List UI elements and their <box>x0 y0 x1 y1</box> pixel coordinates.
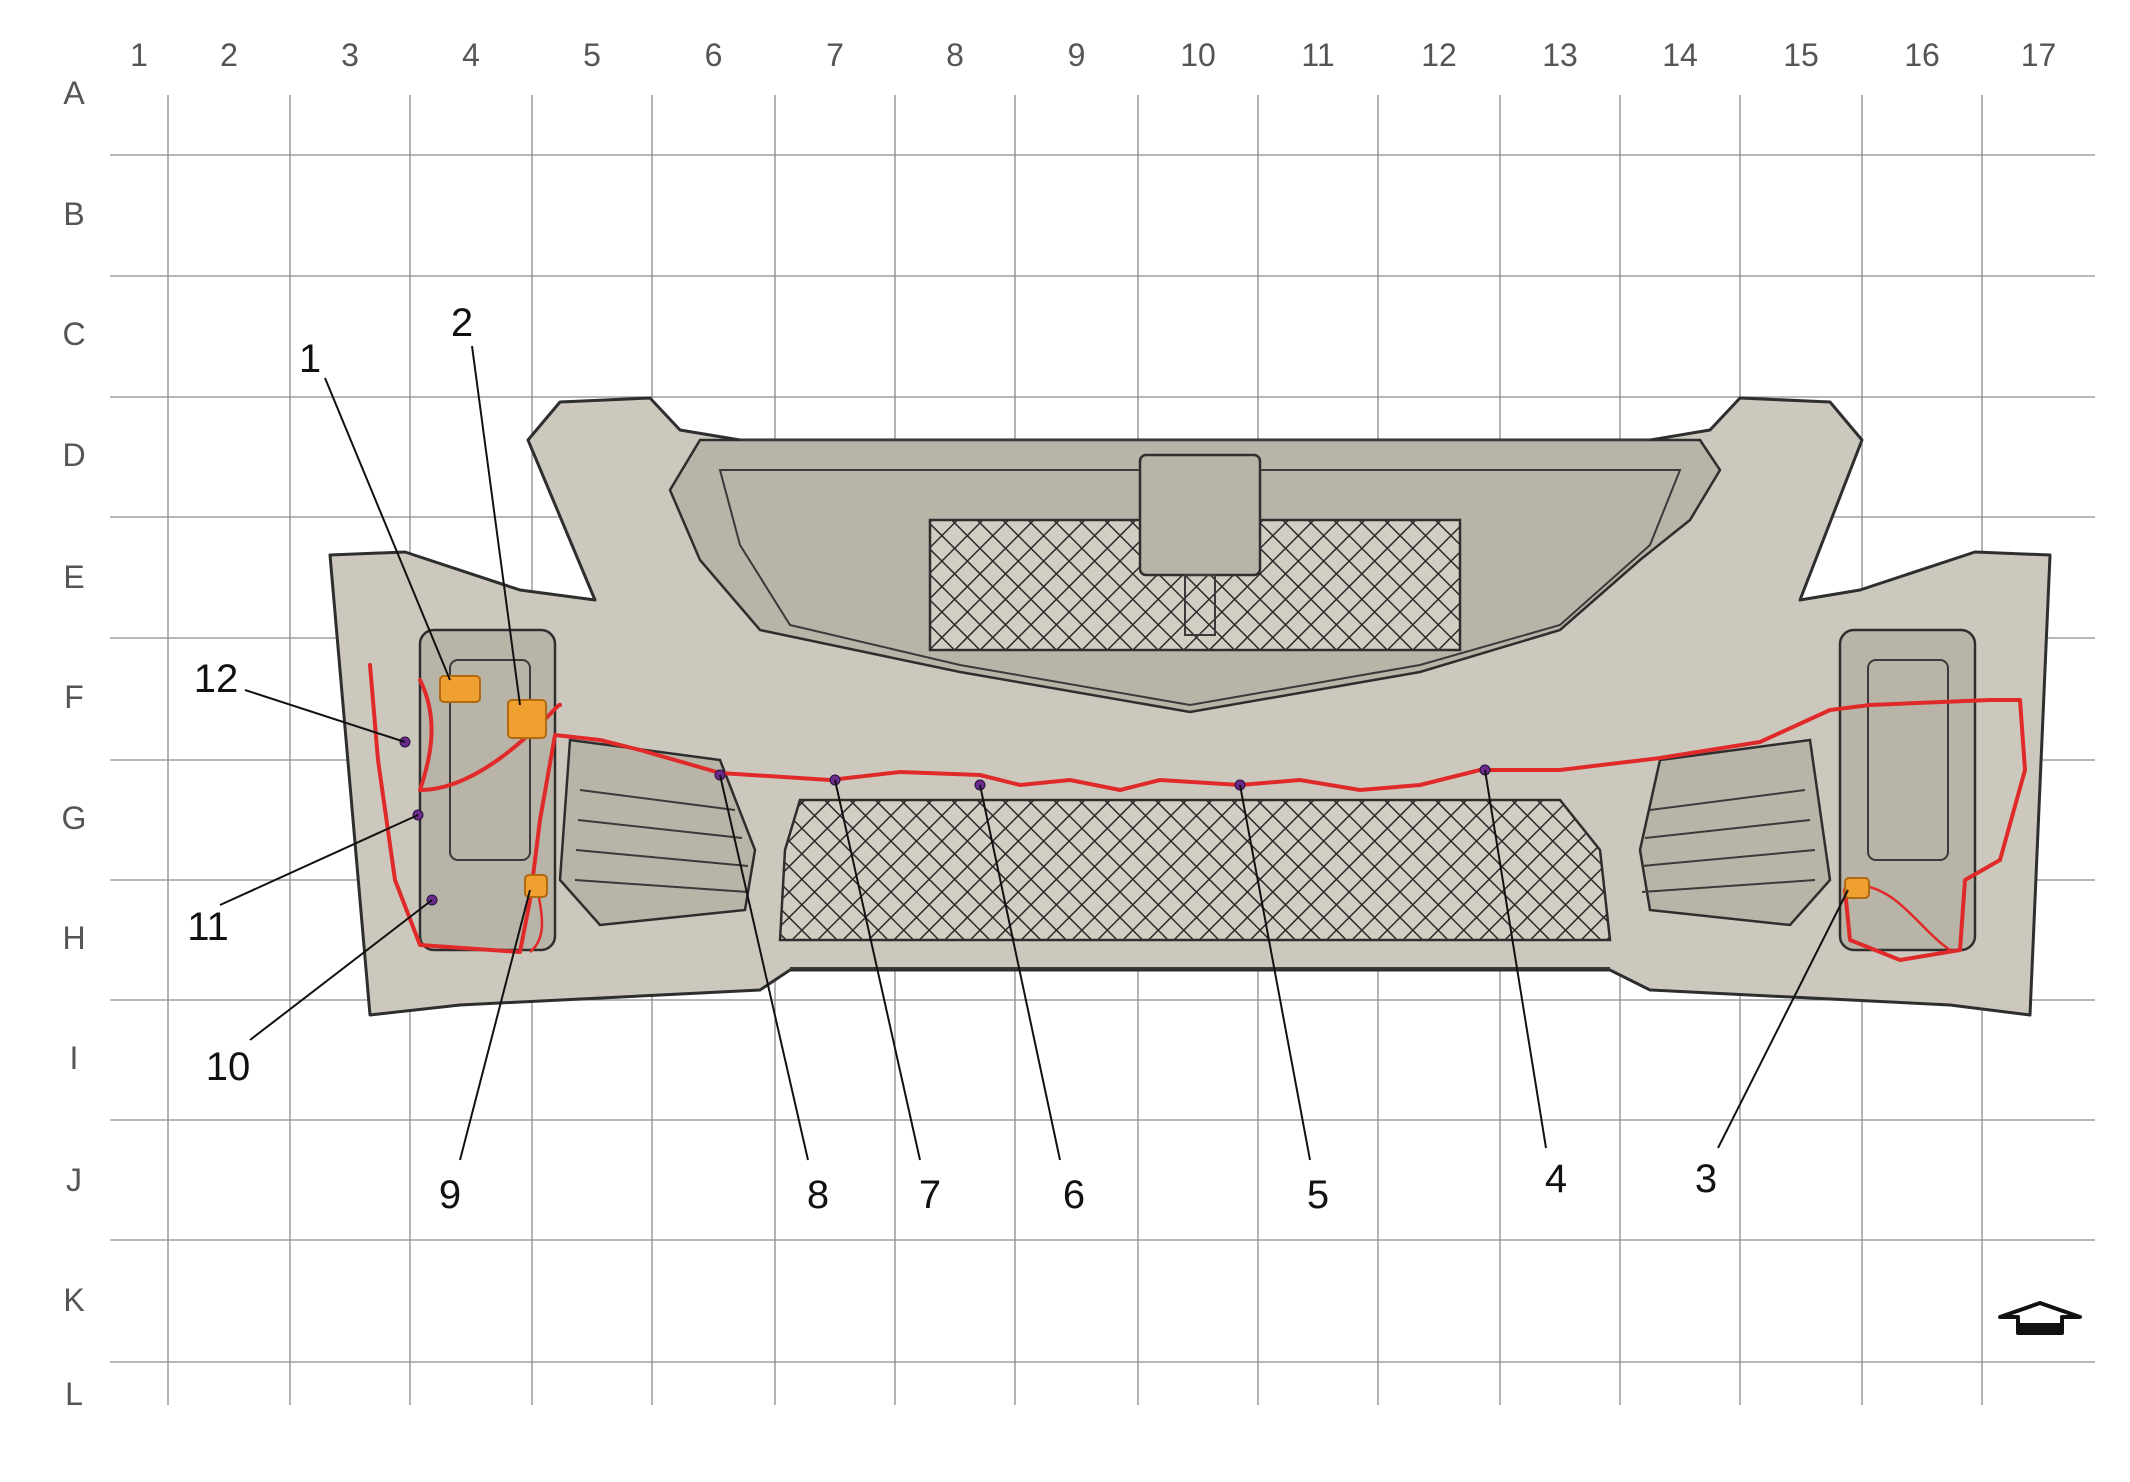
leader-8 <box>719 774 809 1161</box>
connector-right-lamp <box>1844 877 1870 899</box>
license-plate-bracket <box>1184 574 1216 636</box>
upper-cavity <box>718 469 1682 707</box>
callout-9: 9 <box>439 1173 461 1217</box>
callout-12: 12 <box>194 657 239 701</box>
grid-column-label: 8 <box>946 37 964 73</box>
leader-9 <box>459 889 531 1161</box>
grid-column-label: 1 <box>130 37 148 73</box>
callout-1: 1 <box>299 337 321 381</box>
grid-column-label: 3 <box>341 37 359 73</box>
leader-11 <box>219 814 419 906</box>
callout-11: 11 <box>187 905 229 949</box>
grid-column-label: 4 <box>462 37 480 73</box>
grid-column-label: 12 <box>1421 37 1457 73</box>
leader-5 <box>1239 784 1311 1161</box>
callout-6: 6 <box>1063 1173 1085 1217</box>
right-side-intake <box>1638 738 1832 927</box>
leader-12 <box>244 689 406 743</box>
grid-row-label: D <box>62 437 85 473</box>
license-plate-mount <box>1138 453 1262 577</box>
right-branch-harness <box>1843 698 2027 962</box>
leader-10 <box>249 899 433 1041</box>
grid-column-label: 9 <box>1068 37 1086 73</box>
connectors <box>439 675 1870 899</box>
callout-10: 10 <box>206 1045 251 1089</box>
grid-row-label: F <box>64 679 84 715</box>
left-lamp-bracket <box>449 659 531 861</box>
right-lamp-harness <box>1859 883 1951 952</box>
grid-column-label: 2 <box>220 37 238 73</box>
callout-2: 2 <box>451 301 473 345</box>
grid-row-label: B <box>63 196 84 232</box>
grid-column-label: 13 <box>1542 37 1578 73</box>
grid-row-label: J <box>66 1162 82 1198</box>
callout-leaders <box>219 345 1849 1161</box>
leader-3 <box>1717 889 1849 1149</box>
right-fog-lamp-housing <box>1838 628 1977 952</box>
grid-column-label: 5 <box>583 37 601 73</box>
grid-column-label: 11 <box>1301 37 1334 73</box>
connector-left-main <box>507 699 547 739</box>
grid-column-label: 6 <box>705 37 723 73</box>
lower-grille-mesh <box>778 798 1612 942</box>
callout-3: 3 <box>1695 1157 1717 1201</box>
right-intake-slats <box>1641 789 1816 893</box>
grid-row-label: H <box>62 920 85 956</box>
front-direction-arrow-icon <box>1998 1301 2082 1335</box>
grid-row-label: L <box>65 1376 83 1412</box>
callout-7: 7 <box>919 1173 941 1217</box>
grid-row-label: E <box>63 559 84 595</box>
left-intake-slats <box>574 789 749 893</box>
grid-row-label: I <box>70 1040 79 1076</box>
front-bumper-drawing <box>328 396 2052 1017</box>
grid-row-label: C <box>62 316 85 352</box>
grid-row-label: G <box>62 800 87 836</box>
leader-6 <box>979 784 1061 1161</box>
main-harness-trunk <box>368 663 1872 954</box>
left-side-intake <box>558 738 757 927</box>
leader-4 <box>1484 769 1547 1149</box>
callout-numbers: 1 2 3 4 5 6 7 8 9 10 11 12 <box>187 301 1717 1217</box>
leader-7 <box>834 779 921 1161</box>
grid-column-label: 14 <box>1662 37 1698 73</box>
connector-left-upper <box>439 675 481 703</box>
grid-row-label: K <box>63 1282 84 1318</box>
grid-row-labels: A B C D E F G H I J K L <box>62 75 87 1412</box>
callout-4: 4 <box>1545 1157 1567 1201</box>
grid-column-label: 17 <box>2021 37 2057 73</box>
grid-column-label: 7 <box>826 37 844 73</box>
grid-column-label: 16 <box>1904 37 1940 73</box>
grid-column-label: 15 <box>1783 37 1819 73</box>
grid-row-label: A <box>63 75 85 111</box>
right-lamp-bracket <box>1867 659 1949 861</box>
callout-5: 5 <box>1307 1173 1329 1217</box>
callout-8: 8 <box>807 1173 829 1217</box>
grid-column-label: 10 <box>1180 37 1216 73</box>
leader-1 <box>324 377 451 681</box>
leader-2 <box>471 345 521 706</box>
